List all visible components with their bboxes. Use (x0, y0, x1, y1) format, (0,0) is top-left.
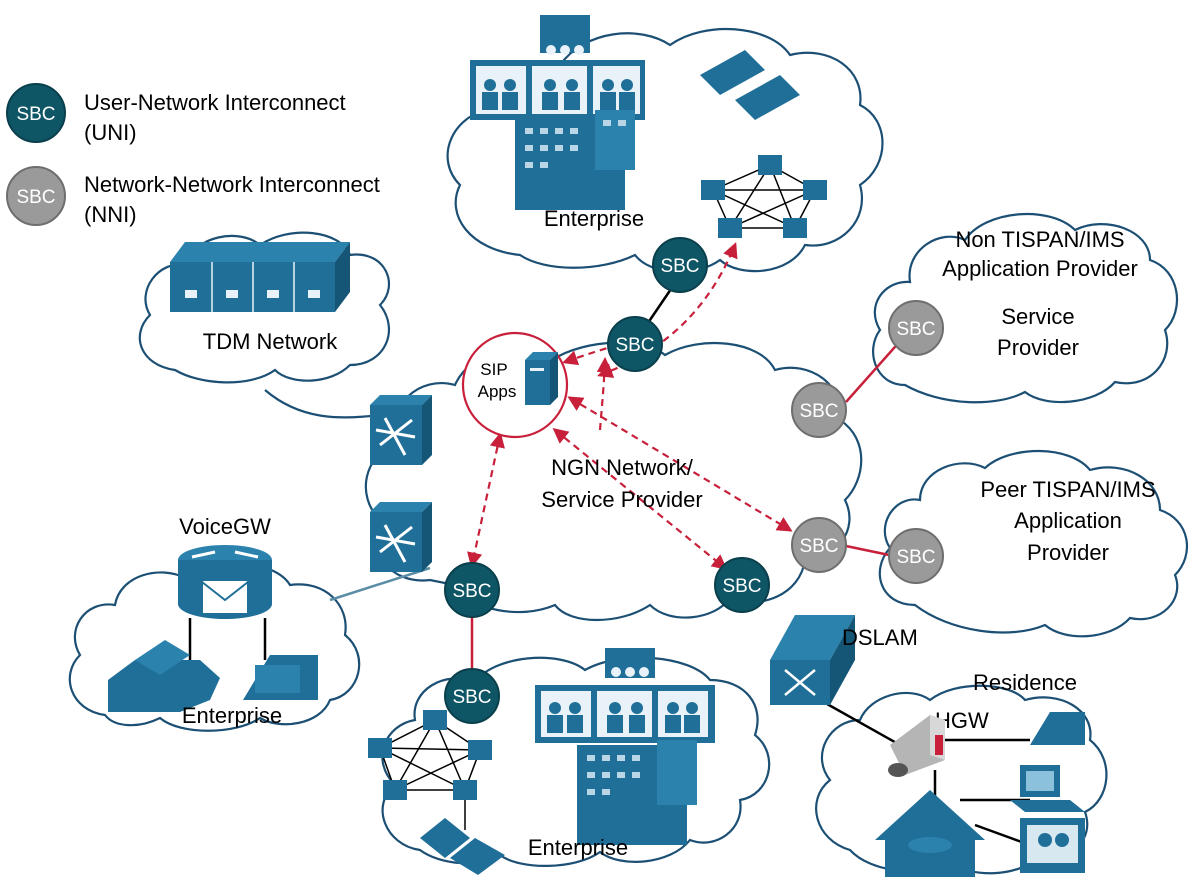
sbc-label: SBC (799, 536, 838, 557)
sip-apps-label-2: Apps (478, 382, 517, 401)
legend-nni-label: Network-Network Interconnect (84, 172, 380, 197)
sbc-uni-enterprise-top: SBC (652, 237, 708, 293)
link-dslam-hgw (819, 698, 901, 747)
voicegw-links (188, 618, 267, 660)
enterprise-left-label: Enterprise (182, 703, 282, 728)
peer-tispan-label-3: Provider (1027, 540, 1109, 565)
media-gateway-icon-bottom (370, 502, 432, 572)
fax-icon (108, 640, 220, 712)
tdm-label: TDM Network (203, 329, 338, 354)
enterprise-top-label: Enterprise (544, 206, 644, 231)
arrow-sip-sbc-right (552, 428, 728, 570)
legend-uni-label: User-Network Interconnect (84, 90, 346, 115)
residence-phone-icon (1030, 712, 1085, 745)
enterprise-bottom-label: Enterprise (528, 835, 628, 860)
non-tispan-label-2: Application Provider (942, 256, 1138, 281)
dslam-icon (770, 615, 855, 705)
cloud-peer-tispan (878, 449, 1189, 638)
sbc-nni-peer-tispan: SBC (888, 528, 944, 584)
arrow-sip-sbc-bottom (467, 431, 505, 569)
home-gateway-icon (888, 715, 945, 777)
enterprise-bottom-building-icon (535, 648, 715, 845)
voicegw-label: VoiceGW (179, 514, 271, 539)
sbc-label: SBC (452, 687, 491, 708)
sbc-label: SBC (660, 256, 699, 277)
house-router-icon (875, 790, 985, 877)
link-ngn-peer (845, 544, 895, 558)
server-icon (525, 352, 558, 405)
arrow-sip-peer (567, 396, 793, 532)
tdm-switch-icon (170, 242, 350, 312)
enterprise-left-phone-icon (243, 655, 318, 700)
cloud-non-tispan (872, 212, 1179, 404)
non-tispan-label-1: Non TISPAN/IMS (955, 227, 1124, 252)
sbc-nni-ngn-right-top: SBC (791, 382, 847, 438)
enterprise-top-building-icon (470, 15, 645, 210)
dslam-label: DSLAM (842, 625, 918, 650)
sbc-uni-ngn-bottom-right: SBC (714, 557, 770, 613)
legend-uni-symbol-text: SBC (16, 104, 55, 125)
enterprise-bottom-phones-icon (420, 818, 505, 875)
sbc-label: SBC (722, 576, 761, 597)
residence-label: Residence (973, 670, 1077, 695)
sbc-label: SBC (799, 401, 838, 422)
legend-uni-symbol (6, 83, 66, 143)
link-gw-voicegw (329, 566, 431, 602)
phone-icon (700, 50, 800, 120)
sbc-label: SBC (615, 335, 654, 356)
voice-gateway-router-icon (178, 545, 272, 619)
pc-icon (1010, 765, 1085, 812)
media-gateway-icon-top (370, 395, 432, 465)
sbc-label: SBC (896, 547, 935, 568)
enterprise-top-mesh-icon (701, 155, 827, 238)
legend: SBC User-Network Interconnect (UNI) SBC … (6, 83, 380, 227)
peer-tispan-label-1: Peer TISPAN/IMS (980, 477, 1155, 502)
service-provider-label-1: Service (1001, 304, 1074, 329)
sbc-label: SBC (452, 581, 491, 602)
ngn-label-1: NGN Network/ (551, 455, 694, 480)
legend-uni-abbrev: (UNI) (84, 120, 137, 145)
arrow-sip-enterprise (597, 242, 738, 378)
service-provider-label-2: Provider (997, 335, 1079, 360)
sbc-label: SBC (896, 319, 935, 340)
sbc-uni-enterprise-bottom: SBC (444, 668, 500, 724)
link-tdm-gw (264, 389, 381, 419)
tv-icon (1020, 818, 1085, 873)
legend-nni-symbol-text: SBC (16, 187, 55, 208)
cloud-ngn (364, 341, 863, 621)
sip-apps-label-1: SIP (480, 360, 507, 379)
sbc-nni-non-tispan: SBC (888, 300, 944, 356)
sbc-uni-ngn-bottom-left: SBC (444, 562, 500, 618)
sip-apps-group: SIP Apps (461, 331, 569, 439)
sbc-uni-ngn-top: SBC (607, 316, 663, 372)
legend-nni-symbol (6, 166, 66, 226)
ngn-label-2: Service Provider (541, 487, 702, 512)
enterprise-bottom-mesh-icon (368, 710, 492, 830)
peer-tispan-label-2: Application (1014, 508, 1122, 533)
sbc-nni-ngn-right-bottom: SBC (791, 517, 847, 573)
legend-nni-abbrev: (NNI) (84, 202, 137, 227)
